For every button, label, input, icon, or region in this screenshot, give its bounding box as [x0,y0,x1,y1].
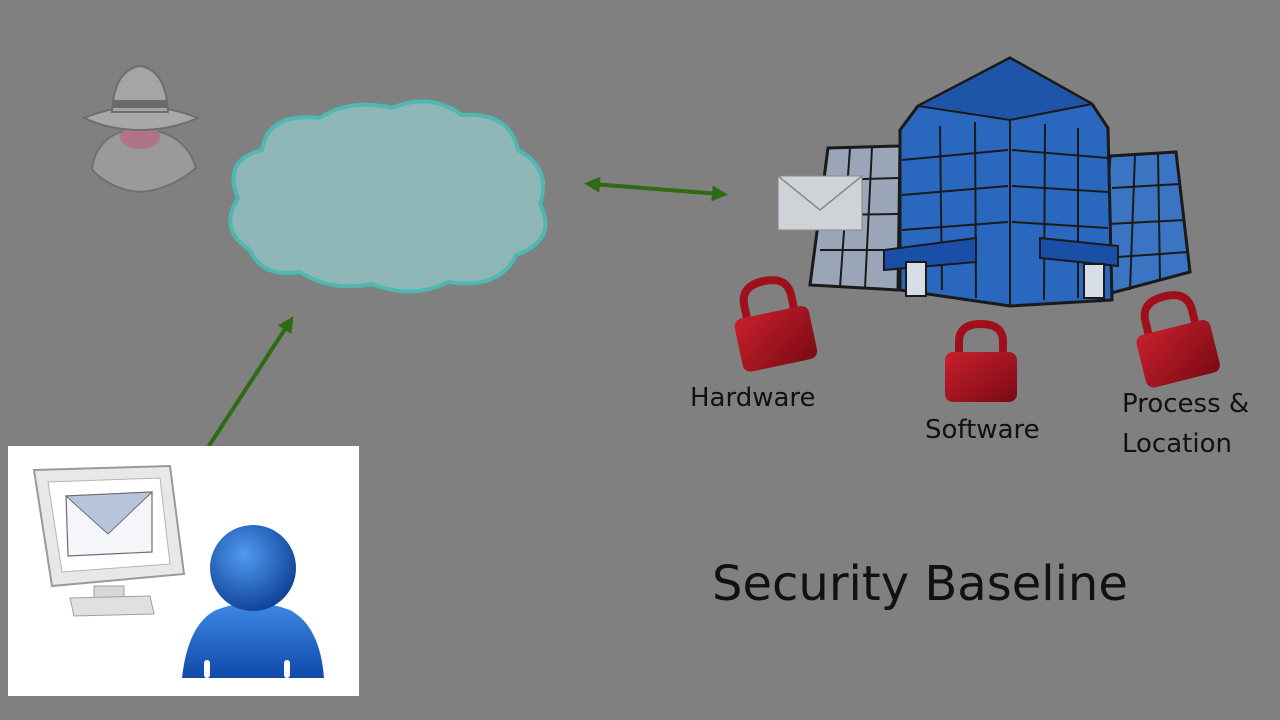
software-label: Software [925,415,1040,445]
cloud-user-arrow [196,316,294,465]
process-label-line2: Location [1122,429,1232,459]
cloud-icon [228,99,548,294]
computer-monitor-icon [32,464,186,617]
user-panel [8,446,359,696]
padlock-icon-software [945,319,1017,402]
padlock-icon-hardware [734,276,818,372]
hardware-label: Hardware [690,383,816,413]
user-workstation [32,464,324,678]
office-building-icon [777,56,1192,308]
process-location-label: Process & Location [1122,384,1249,464]
cloud-building-arrow [584,176,728,202]
process-label-line1: Process & [1122,389,1250,419]
person-icon [182,525,324,678]
spy-icon [81,64,201,194]
diagram-title: Security Baseline [712,556,1128,612]
padlock-icon-process [1136,291,1220,388]
